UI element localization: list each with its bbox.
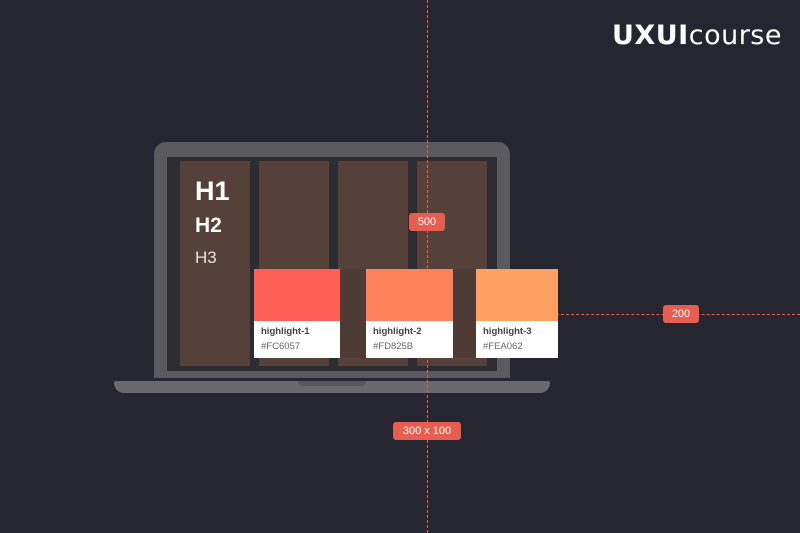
swatch-card-highlight-2: highlight-2 #FD825B [366, 269, 453, 358]
swatch-name: highlight-3 [483, 326, 532, 337]
swatch-name: highlight-1 [261, 326, 310, 337]
heading-h3-sample: H3 [195, 248, 217, 267]
swatch-color-highlight-3 [476, 269, 558, 321]
logo-bold-text: UXUI [612, 20, 689, 51]
swatch-hex: #FC6057 [261, 341, 301, 352]
heading-h1-sample: H1 [195, 176, 230, 206]
grid-column-1 [180, 161, 250, 366]
swatch-color-highlight-2 [366, 269, 453, 321]
height-annotation-badge: 200 [663, 305, 699, 323]
swatch-name: highlight-2 [373, 326, 422, 337]
swatch-hex: #FEA062 [483, 341, 523, 352]
laptop-base [114, 381, 550, 393]
size-annotation-badge: 300 x 100 [393, 422, 461, 440]
vertical-guide-line [427, 0, 428, 533]
swatch-card-highlight-3: highlight-3 #FEA062 [476, 269, 558, 358]
width-annotation-badge: 500 [409, 213, 445, 231]
brand-logo: UXUIcourse [612, 20, 782, 51]
laptop-notch [298, 381, 366, 386]
swatch-card-highlight-1: highlight-1 #FC6057 [254, 269, 340, 358]
swatch-hex: #FD825B [373, 341, 414, 352]
logo-light-text: course [688, 20, 782, 51]
swatch-color-highlight-1 [254, 269, 340, 321]
heading-h2-sample: H2 [195, 214, 222, 237]
